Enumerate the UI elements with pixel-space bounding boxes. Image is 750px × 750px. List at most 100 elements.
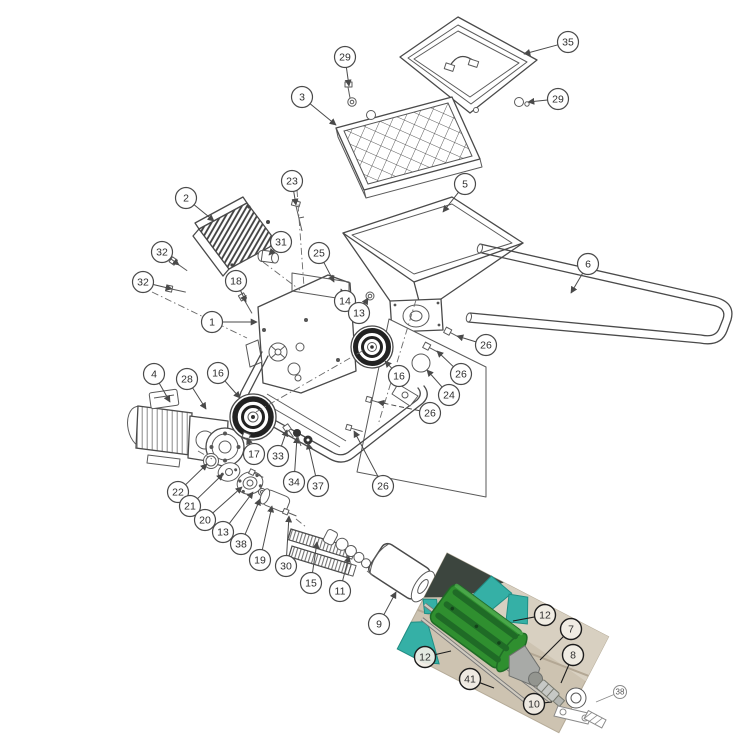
leader-line-22 (186, 463, 208, 485)
callout-20: 20 (195, 486, 243, 531)
callout-number-12: 12 (539, 610, 551, 622)
callout-30: 30 (276, 515, 297, 577)
callout-number-38: 38 (235, 539, 247, 551)
leader-line-33 (281, 429, 289, 446)
photo-green-drum (427, 583, 532, 676)
callout-balloon-30 (276, 556, 297, 577)
callout-number-3: 3 (299, 92, 305, 104)
callout-number-9: 9 (376, 619, 382, 631)
callout-26: 26 (354, 430, 394, 497)
callout-balloon-26 (451, 364, 472, 385)
callout-balloon-19 (250, 550, 271, 571)
callout-balloon-6 (578, 254, 599, 275)
leader-line-3 (310, 104, 337, 126)
leader-line-16 (225, 381, 241, 399)
callout-38: 38 (596, 686, 627, 703)
callout-number-26: 26 (424, 408, 436, 420)
callout-24: 24 (426, 369, 460, 406)
callout-balloon-38 (231, 534, 252, 555)
callout-number-16: 16 (393, 371, 405, 383)
callout-38: 38 (231, 498, 261, 555)
callout-number-13: 13 (353, 308, 365, 320)
callout-balloon-1 (202, 312, 223, 333)
motor-part (124, 389, 244, 467)
callout-16: 16 (208, 363, 241, 399)
callout-number-7: 7 (568, 624, 574, 636)
callout-balloon-35 (558, 32, 579, 53)
leader-line-13 (361, 297, 368, 306)
leader-line-13 (229, 491, 254, 524)
callout-37: 37 (306, 442, 329, 497)
callout-26: 26 (436, 350, 472, 385)
pulley-right-part (351, 326, 393, 368)
callout-balloon-33 (268, 446, 289, 467)
leader-line-31 (268, 247, 276, 256)
leader-line-25 (324, 262, 334, 283)
callout-29: 29 (335, 47, 356, 87)
callout-balloon-16 (389, 366, 410, 387)
callout-9: 9 (369, 591, 397, 635)
hopper-part (343, 197, 523, 332)
screw-30 (283, 508, 298, 518)
callout-number-21: 21 (184, 501, 196, 513)
callout-number-6: 6 (585, 259, 591, 271)
callout-number-41: 41 (464, 674, 476, 686)
callout-balloon-41 (460, 669, 481, 690)
callout-number-22: 22 (172, 487, 184, 499)
callout-15: 15 (301, 541, 322, 594)
callout-3: 3 (292, 87, 337, 126)
callout-number-35: 35 (562, 37, 574, 49)
callout-18: 18 (226, 271, 247, 303)
bolt-32b (166, 285, 187, 295)
callout-number-11: 11 (335, 586, 346, 598)
fastener-37 (303, 435, 313, 445)
bearing-bracket-part (554, 688, 606, 728)
leader-line-2 (194, 205, 215, 222)
leader-line-9 (384, 591, 396, 615)
callout-8: 8 (561, 645, 584, 684)
callout-4: 4 (144, 364, 171, 403)
leader-line-20 (213, 486, 243, 513)
leader-line-38 (245, 498, 261, 534)
callout-balloon-12 (535, 605, 556, 626)
callout-balloon-26 (373, 476, 394, 497)
callout-23: 23 (282, 171, 303, 206)
callout-balloon-16 (208, 363, 229, 384)
leader-line-26 (354, 430, 378, 477)
callout-balloon-23 (282, 171, 303, 192)
callout-number-32: 32 (137, 277, 149, 289)
leader-line-23 (291, 191, 299, 206)
screw-29-top (345, 82, 356, 106)
callout-26: 26 (377, 399, 441, 424)
callout-number-25: 25 (313, 248, 325, 260)
callout-number-13: 13 (217, 527, 229, 539)
lid-handle-icon (444, 57, 478, 72)
callout-12: 12 (513, 605, 556, 626)
callout-28: 28 (177, 369, 207, 410)
callout-balloon-32 (152, 242, 173, 263)
flange-20 (234, 469, 266, 498)
callout-number-5: 5 (462, 179, 468, 191)
leader-line-34 (293, 436, 301, 472)
callout-41: 41 (460, 669, 495, 690)
callout-balloon-32 (133, 272, 154, 293)
callout-2: 2 (176, 188, 215, 222)
callout-balloon-2 (176, 188, 197, 209)
leader-line-12 (435, 651, 451, 655)
callout-17: 17 (244, 437, 265, 465)
leader-line-35 (523, 45, 558, 56)
callout-balloon-26 (476, 335, 497, 356)
callout-number-24: 24 (443, 390, 455, 402)
callout-21: 21 (180, 473, 224, 517)
callout-number-29: 29 (339, 52, 351, 64)
callout-balloon-17 (244, 444, 265, 465)
fastener-31 (258, 250, 279, 263)
callout-balloon-3 (292, 87, 313, 108)
callout-12: 12 (415, 647, 452, 668)
callout-balloon-12 (415, 647, 436, 668)
leader-line-16 (384, 360, 392, 368)
leader-line-32 (170, 258, 180, 266)
